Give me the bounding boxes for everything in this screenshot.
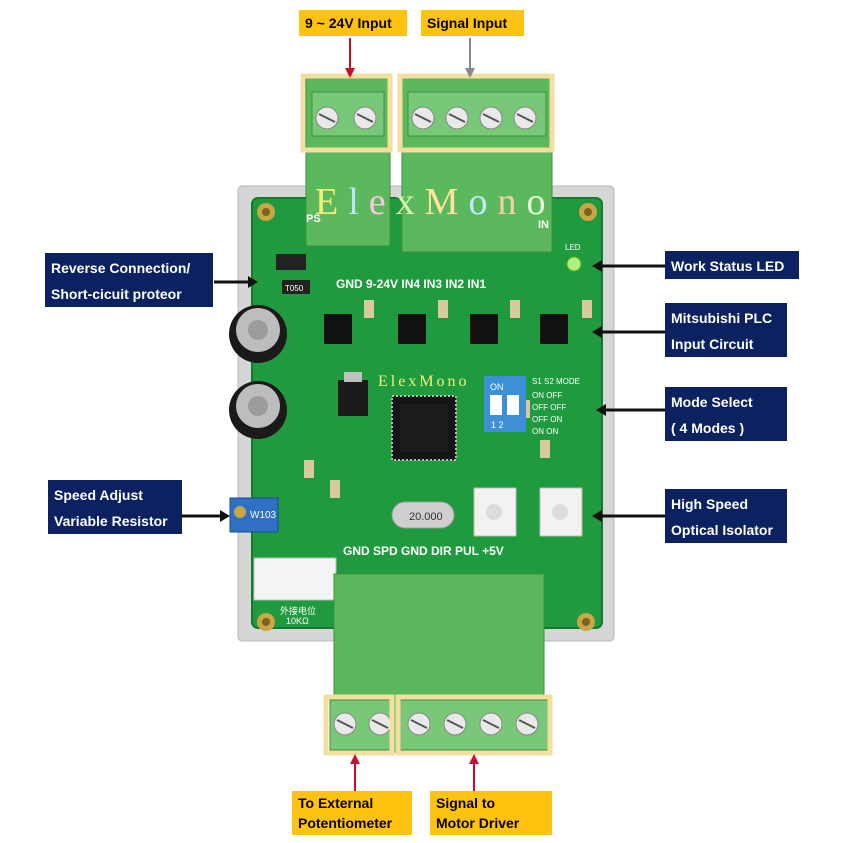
output-terminal-block: [329, 573, 549, 753]
external-pot-line2: Potentiometer: [298, 815, 393, 831]
svg-text:OFF OFF: OFF OFF: [532, 403, 566, 412]
external-pot-callout: To External Potentiometer: [292, 791, 412, 835]
svg-text:20.000: 20.000: [409, 511, 443, 523]
optical-isolator-line1: High Speed: [671, 496, 749, 512]
top-pin-labels: GND 9-24V IN4 IN3 IN2 IN1: [336, 277, 486, 291]
bottom-pin-labels: GND SPD GND DIR PUL +5V: [343, 544, 504, 558]
speed-trim-potentiometer: W103: [229, 497, 279, 533]
svg-text:ON: ON: [490, 382, 504, 392]
brand-watermark: ElexMono: [315, 181, 555, 223]
signal-input-label: Signal Input: [427, 15, 508, 31]
mode-select-callout: Mode Select ( 4 Modes ): [665, 387, 787, 441]
svg-text:S1 S2 MODE: S1 S2 MODE: [532, 377, 580, 386]
led-label: LED: [565, 243, 581, 252]
plc-input-callout: Mitsubishi PLC Input Circuit: [665, 303, 787, 357]
svg-text:OFF ON: OFF ON: [532, 415, 562, 424]
svg-text:1 2: 1 2: [491, 420, 504, 430]
svg-text:外接电位: 外接电位: [280, 605, 316, 616]
optical-isolator-line2: Optical Isolator: [671, 522, 773, 538]
mount-screw-icon: [257, 203, 597, 631]
svg-text:W103: W103: [250, 510, 277, 521]
plc-input-line2: Input Circuit: [671, 336, 754, 352]
external-pot-line1: To External: [298, 795, 374, 811]
motor-driver-line2: Motor Driver: [436, 815, 520, 831]
work-status-led-label: Work Status LED: [671, 258, 785, 274]
brand-watermark-small: ElexMono: [378, 373, 470, 390]
power-terminal-block: [305, 77, 391, 247]
svg-text:ON ON: ON ON: [532, 427, 558, 436]
motor-driver-callout: Signal to Motor Driver: [430, 791, 552, 835]
power-input-label: 9 ~ 24V Input: [305, 15, 392, 31]
signal-input-callout: Signal Input: [421, 10, 524, 36]
tvs-label: T050: [285, 284, 304, 293]
electrolytic-capacitor: [229, 305, 287, 439]
protection-diode: [276, 254, 306, 270]
power-terminal-highlight: [300, 73, 393, 153]
svg-text:10KΩ: 10KΩ: [286, 616, 309, 626]
ps-label: PS: [306, 213, 321, 225]
motor-driver-line1: Signal to: [436, 795, 496, 811]
in-label: IN: [538, 219, 549, 231]
watermark-letter: M: [425, 181, 469, 223]
watermark-letter: E: [315, 181, 348, 223]
mode-select-line1: Mode Select: [671, 394, 753, 410]
speed-adjust-line1: Speed Adjust: [54, 487, 143, 503]
watermark-letter: o: [468, 181, 497, 223]
watermark-letter: e: [369, 181, 396, 223]
external-pot-connector: 外接电位 10KΩ: [253, 557, 337, 626]
watermark-letter: x: [396, 181, 425, 223]
mode-select-line2: ( 4 Modes ): [671, 420, 745, 436]
watermark-letter: n: [497, 181, 526, 223]
signal-terminal-highlight: [397, 73, 555, 153]
pot-terminal-highlight: [323, 694, 395, 756]
reverse-protection-line2: Short-cicuit proteor: [51, 286, 182, 302]
reverse-protection-callout: Reverse Connection/ Short-cicuit proteor: [45, 253, 213, 307]
status-led: [566, 256, 582, 272]
work-status-led-callout: Work Status LED: [665, 251, 799, 279]
mode-dip-switch: ON 1 2: [484, 376, 526, 432]
power-input-callout: 9 ~ 24V Input: [299, 10, 407, 36]
watermark-letter: l: [348, 181, 369, 223]
watermark-letter: o: [526, 181, 555, 223]
callout-arrows: [182, 38, 666, 795]
speed-adjust-callout: Speed Adjust Variable Resistor: [48, 480, 182, 534]
plc-optocoupler-chips: [324, 314, 568, 344]
signal-input-terminal-block: [401, 77, 553, 253]
speed-adjust-line2: Variable Resistor: [54, 513, 168, 529]
driver-terminal-highlight: [395, 694, 553, 756]
mode-table: S1 S2 MODE ON OFF OFF OFF OFF ON ON ON: [532, 377, 580, 436]
svg-text:ON OFF: ON OFF: [532, 391, 562, 400]
crystal-oscillator: 20.000: [391, 501, 455, 529]
high-speed-optical-isolators: [473, 487, 583, 537]
microcontroller-chip: [391, 395, 457, 461]
tvs-chip: [282, 280, 310, 294]
reverse-protection-line1: Reverse Connection/: [51, 260, 191, 276]
voltage-regulator: [338, 380, 368, 416]
optical-isolator-callout: High Speed Optical Isolator: [665, 489, 787, 543]
plc-input-line1: Mitsubishi PLC: [671, 310, 773, 326]
